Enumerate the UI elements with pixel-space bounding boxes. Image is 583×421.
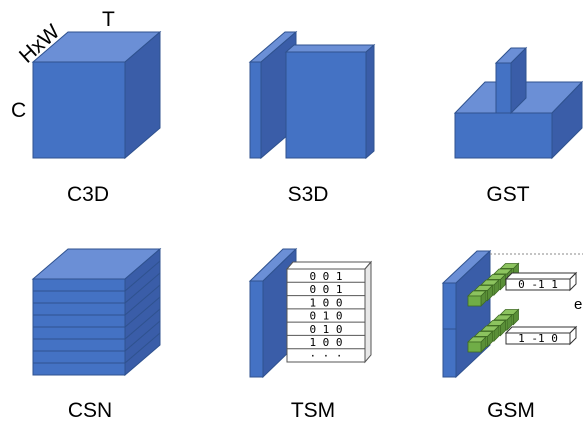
csn-caption: CSN	[68, 399, 112, 421]
csn-slice-line	[124, 320, 161, 352]
gsm-gate-cube-front	[467, 295, 482, 307]
tsm-row-text: 0 1 0	[309, 323, 342, 336]
c3d-cube-front	[32, 61, 126, 159]
csn-slice-line	[124, 296, 161, 328]
tsm-block: 0 0 10 0 11 0 00 1 00 1 01 0 0· · · TSM	[248, 247, 373, 421]
gsm-gate-top	[467, 262, 520, 307]
s3d-block: S3D	[248, 30, 376, 206]
tsm-slab-front	[249, 280, 264, 378]
csn-slice-lines	[33, 260, 161, 364]
tsm-row-text: 0 1 0	[309, 310, 342, 323]
gsm-vector-top	[505, 278, 571, 291]
gst-block: GST	[453, 46, 583, 206]
s3d-slab-front	[249, 61, 262, 159]
csn-slice-line	[124, 284, 161, 316]
gsm-vector-top-text: 0 -1 1	[518, 278, 558, 291]
csn-slice-line	[124, 308, 161, 340]
c3d-caption: C3D	[67, 183, 109, 206]
csn-block: CSN	[31, 247, 162, 421]
gsm-vector-bottom	[505, 332, 571, 345]
tsm-matrix	[286, 268, 366, 363]
c3d-t-label: T	[102, 8, 115, 31]
gsm-vector-bottom-text: 1 -1 0	[518, 332, 558, 345]
tsm-row-text: 1 0 0	[309, 336, 342, 349]
gsm-caption: GSM	[487, 399, 535, 421]
c3d-c-label: C	[11, 99, 26, 122]
tsm-row-text: 0 0 1	[309, 270, 342, 283]
tsm-matrix-side	[364, 260, 372, 364]
gsm-cut-text: e	[574, 296, 582, 313]
tsm-matrix-rows: 0 0 10 0 11 0 00 1 00 1 01 0 0· · ·	[287, 270, 365, 363]
tsm-row-text: 1 0 0	[309, 296, 342, 309]
gsm-slab-front	[442, 282, 457, 378]
csn-slice-line	[124, 332, 161, 364]
s3d-box-side	[365, 43, 375, 160]
s3d-box-top	[284, 44, 376, 53]
gst-pillar-front	[495, 62, 512, 114]
c3d-block: HxW T C C3D	[11, 8, 162, 206]
tsm-row-text: · · ·	[309, 350, 342, 363]
gsm-gate-cube-front	[467, 341, 482, 353]
tsm-caption: TSM	[291, 399, 335, 421]
gsm-gate-bottom	[467, 308, 520, 353]
tsm-row-text: 0 0 1	[309, 283, 342, 296]
s3d-caption: S3D	[288, 183, 329, 206]
gsm-block: 0 -1 1 1 -1 0 e GSM	[441, 249, 583, 421]
csn-slice-line	[124, 260, 161, 292]
gst-caption: GST	[486, 183, 529, 206]
csn-slice-line	[124, 272, 161, 304]
gst-base-front	[454, 112, 553, 159]
s3d-box-front	[285, 51, 367, 159]
tsm-matrix-top	[285, 261, 373, 270]
